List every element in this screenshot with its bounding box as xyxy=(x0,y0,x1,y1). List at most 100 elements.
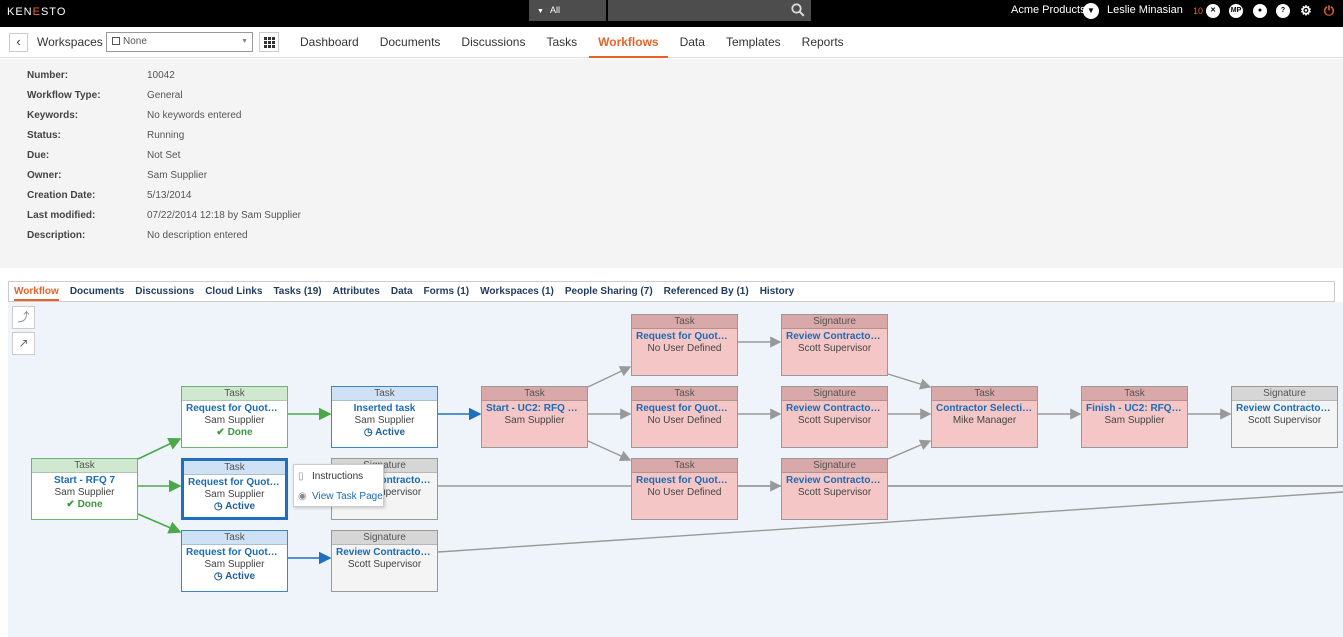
node-title-link[interactable]: Request for Quote ... xyxy=(188,477,285,488)
tab-cloud-links[interactable]: Cloud Links xyxy=(205,286,263,297)
user-name[interactable]: Leslie Minasian xyxy=(1107,4,1183,16)
detail-value: 10042 xyxy=(147,70,175,81)
tab-people-sharing[interactable]: People Sharing (7) xyxy=(564,286,653,297)
node-owner: No User Defined xyxy=(647,343,722,354)
node-title-link[interactable]: Contractor Selectio... xyxy=(936,403,1037,414)
node-type: Signature xyxy=(782,387,887,401)
tab-attributes[interactable]: Attributes xyxy=(332,286,380,297)
node-status-text: Done xyxy=(227,427,253,438)
task-context-menu: ▯ Instructions ◉View Task Page xyxy=(293,464,384,507)
app-grid-button[interactable] xyxy=(259,32,279,52)
view-task-page-label: View Task Page xyxy=(312,491,383,502)
nav-link-templates[interactable]: Templates xyxy=(725,35,781,49)
node-title-link[interactable]: Request for Quote ... xyxy=(186,547,285,558)
tab-discussions[interactable]: Discussions xyxy=(135,286,195,297)
nav-link-workflows[interactable]: Workflows xyxy=(589,27,668,58)
back-button[interactable]: ‹ xyxy=(9,33,28,52)
node-title-link[interactable]: Request for Quote ... xyxy=(636,403,735,414)
node-owner: No User Defined xyxy=(647,487,722,498)
tab-forms[interactable]: Forms (1) xyxy=(423,286,470,297)
gear-icon[interactable]: ⚙ xyxy=(1300,3,1312,18)
node-type: Task xyxy=(182,531,287,545)
caret-down-icon: ▼ xyxy=(537,8,544,15)
node-title-link[interactable]: Review Contractor ... xyxy=(336,547,436,558)
node-title-link[interactable]: Inserted task xyxy=(353,403,416,414)
search-scope-dropdown[interactable]: ▼All xyxy=(529,0,606,21)
tab-workspaces[interactable]: Workspaces (1) xyxy=(480,286,554,297)
workflow-canvas[interactable]: ⤴ ↗ xyxy=(8,302,1343,637)
tab-data[interactable]: Data xyxy=(390,286,413,297)
tab-tasks[interactable]: Tasks (19) xyxy=(273,286,322,297)
arrow-tool-icon[interactable]: ↗ xyxy=(12,332,35,355)
detail-label: Number: xyxy=(27,70,69,81)
nav-link-documents[interactable]: Documents xyxy=(379,35,441,49)
clipboard-icon: ▯ xyxy=(298,471,304,482)
node-title-link[interactable]: Review Contractor ... xyxy=(786,403,886,414)
node-title-link[interactable]: Request for Quote ... xyxy=(636,475,735,486)
node-owner: Scott Supervisor xyxy=(347,487,422,498)
detail-value: Not Set xyxy=(147,150,181,161)
search-icon[interactable] xyxy=(791,3,805,17)
detail-value: No keywords entered xyxy=(147,110,242,121)
node-title-link[interactable]: Start - RFQ 7 xyxy=(53,475,116,486)
node-status-text: Active xyxy=(225,571,256,582)
tab-referenced-by[interactable]: Referenced By (1) xyxy=(663,286,749,297)
user-initials-icon[interactable]: MP xyxy=(1229,4,1243,18)
power-icon[interactable]: ⏻ xyxy=(1323,3,1335,18)
user-profile-icon[interactable]: ● xyxy=(1253,4,1267,18)
node-status: ✔ Done xyxy=(182,427,287,438)
detail-value: Sam Supplier xyxy=(147,170,208,181)
help-icon[interactable]: ? xyxy=(1276,4,1290,18)
view-task-page-menu-item[interactable]: ◉View Task Page xyxy=(298,489,383,505)
tab-workflow[interactable]: Workflow xyxy=(14,282,59,301)
node-owner: Sam Supplier xyxy=(204,559,265,570)
node-title-link[interactable]: Finish - UC2: RFQ U... xyxy=(1086,403,1187,414)
node-title-link[interactable]: Review Contractor ... xyxy=(1236,403,1336,414)
account-name[interactable]: Acme Products xyxy=(1011,4,1086,16)
close-notification-icon[interactable]: ✕ xyxy=(1206,4,1220,18)
node-title-link[interactable]: Review Contractor ... xyxy=(786,331,886,342)
nav-link-discussions[interactable]: Discussions xyxy=(461,35,526,49)
node-title-link[interactable]: Review Contractor ... xyxy=(786,475,886,486)
workspace-select[interactable]: None▼ xyxy=(106,32,253,52)
tab-history[interactable]: History xyxy=(759,286,795,297)
instructions-label: Instructions xyxy=(312,471,364,482)
node-title-link[interactable]: Request for Quote ... xyxy=(186,403,285,414)
node-type: Signature xyxy=(332,531,437,545)
account-dropdown-icon[interactable]: ▼ xyxy=(1083,3,1099,19)
instructions-menu-item[interactable]: ▯ Instructions xyxy=(298,469,363,485)
node-owner: Sam Supplier xyxy=(54,487,115,498)
kenesto-logo[interactable]: KENESTO xyxy=(7,6,67,18)
node-owner: Sam Supplier xyxy=(204,489,265,500)
tab-documents[interactable]: Documents xyxy=(69,286,125,297)
workspace-select-value: None xyxy=(123,36,147,47)
nav-link-reports[interactable]: Reports xyxy=(801,35,844,49)
connector-tool-icon[interactable]: ⤴ xyxy=(12,306,35,329)
nav-link-data[interactable]: Data xyxy=(679,35,705,49)
node-type: Task xyxy=(1082,387,1187,401)
nav-link-dashboard[interactable]: Dashboard xyxy=(300,35,359,49)
nav-link-tasks[interactable]: Tasks xyxy=(546,35,578,49)
node-title-link[interactable]: Start - UC2: RFQ UC... xyxy=(486,403,587,414)
node-owner: Scott Supervisor xyxy=(347,559,422,570)
detail-label: Keywords: xyxy=(27,110,79,121)
global-search-input[interactable] xyxy=(608,0,811,21)
node-title-link[interactable]: Request for Quote ... xyxy=(636,331,735,342)
node-owner: Scott Supervisor xyxy=(797,343,872,354)
